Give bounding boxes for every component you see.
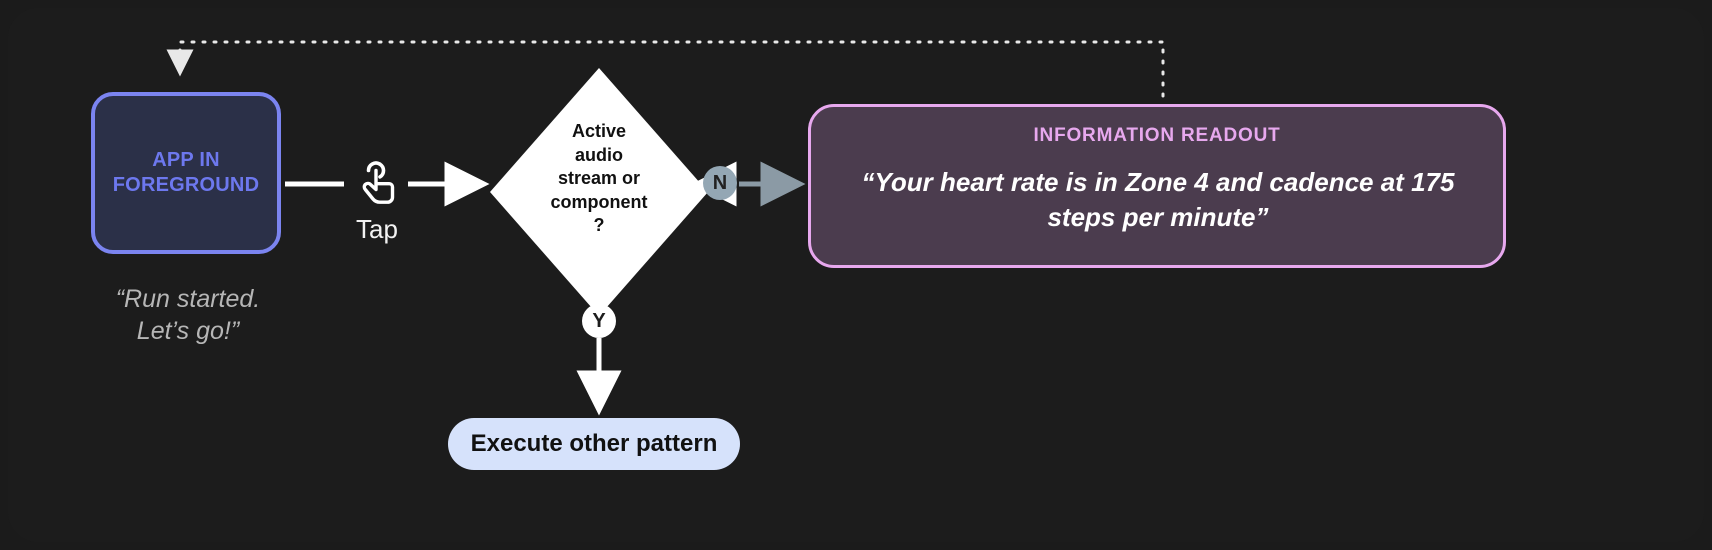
information-readout-body: “Your heart rate is in Zone 4 and cadenc…	[845, 165, 1471, 236]
app-voice-caption: “Run started. Let’s go!”	[68, 284, 308, 347]
branch-badge-no: N	[703, 166, 737, 200]
readout-body-line-1: “Your heart rate is in Zone 4 and cadenc…	[861, 167, 1404, 197]
information-readout-title: INFORMATION READOUT	[1033, 125, 1281, 146]
readout-body-line-2: 175 steps per minute”	[1047, 167, 1455, 233]
decision-line-3: stream or	[557, 168, 641, 189]
node-execute-other-pattern[interactable]: Execute other pattern	[448, 418, 740, 470]
execute-other-pattern-label: Execute other pattern	[470, 430, 718, 457]
decision-line-4: component	[550, 191, 648, 212]
app-label-line-1: APP IN	[152, 149, 220, 171]
app-caption-line-1: “Run started.	[115, 285, 261, 313]
decision-line-1: Active	[571, 121, 627, 141]
decision-line-2: audio	[575, 144, 623, 165]
app-caption-line-2: Let’s go!”	[136, 316, 240, 345]
tap-gesture-icon	[362, 161, 395, 204]
app-in-foreground-label: APP IN FOREGROUND	[113, 148, 259, 198]
node-app-in-foreground[interactable]: APP IN FOREGROUND	[91, 92, 281, 254]
branch-badge-no-label: N	[712, 171, 728, 194]
decision-line-5: ?	[593, 215, 605, 236]
branch-badge-yes: Y	[582, 304, 616, 338]
connector-layer	[166, 40, 1165, 416]
node-information-readout[interactable]: INFORMATION READOUT “Your heart rate is …	[808, 104, 1506, 268]
tap-gesture-label: Tap	[356, 214, 398, 244]
app-label-line-2: FOREGROUND	[112, 174, 260, 196]
diagram-card: APP IN FOREGROUND “Run started. Let’s go…	[8, 8, 1704, 542]
node-decision-audio-stream[interactable]: Active audio stream or component ?	[490, 68, 708, 316]
branch-badge-yes-label: Y	[592, 309, 606, 332]
decision-label: Active audio stream or component ?	[512, 120, 686, 238]
